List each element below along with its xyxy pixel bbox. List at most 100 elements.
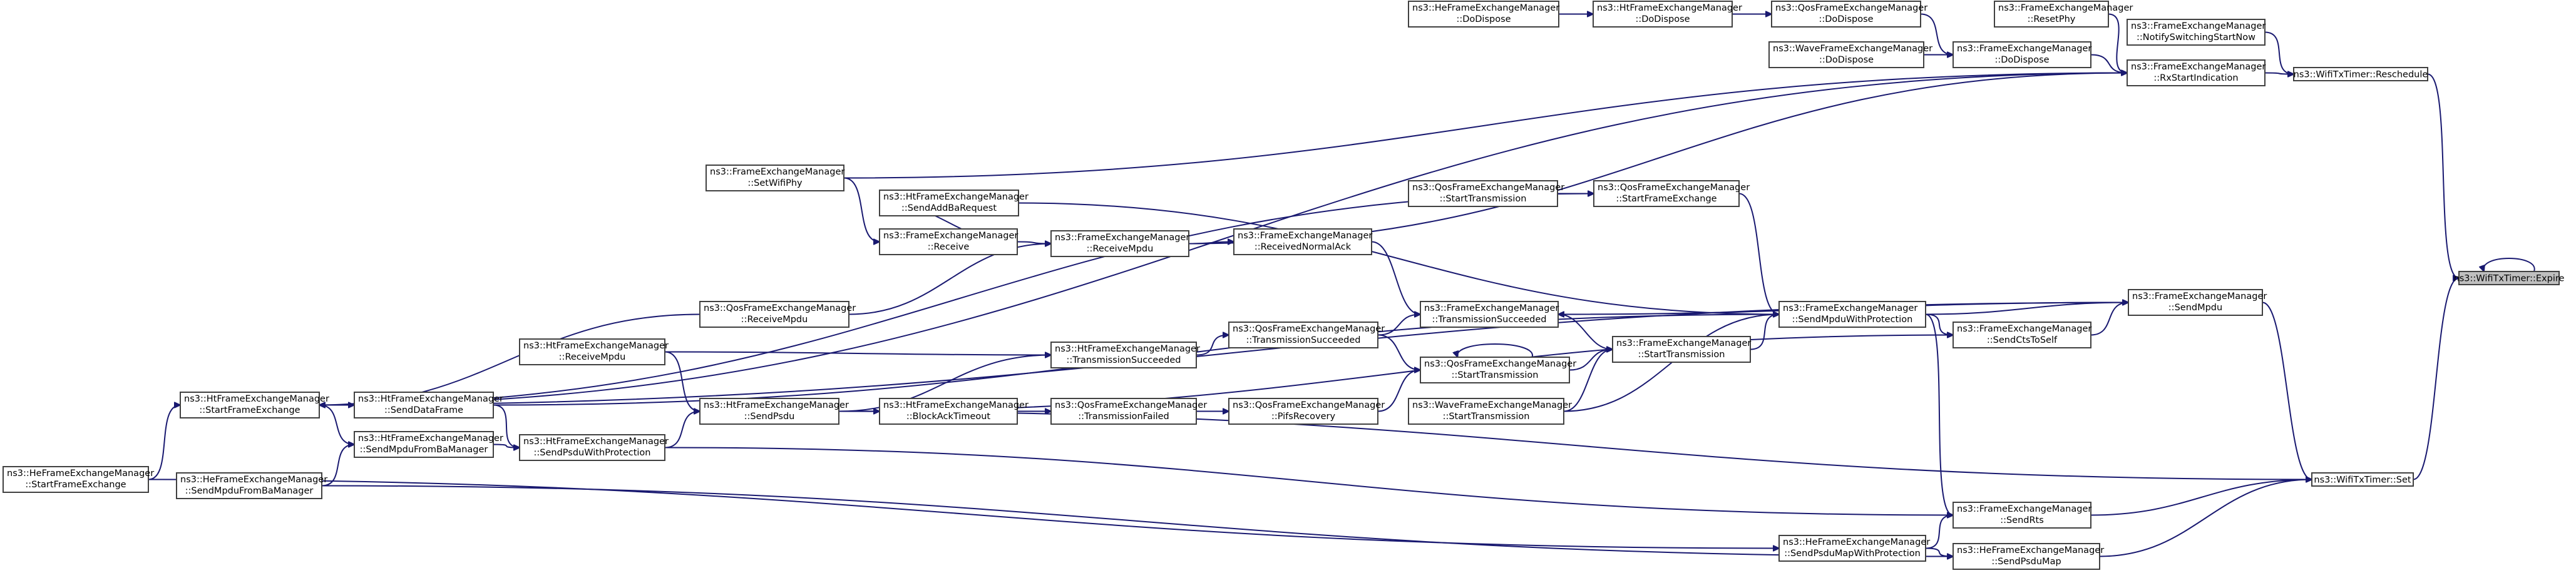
- edge-n32-n41: [321, 485, 1953, 557]
- node-label: ns3::HeFrameExchangeManager: [180, 475, 327, 485]
- node-n24[interactable]: ns3::QosFrameExchangeManager::StartTrans…: [1420, 357, 1576, 383]
- node-box: [706, 165, 844, 191]
- node-label: ::StartFrameExchange: [199, 405, 300, 415]
- node-n8[interactable]: ns3::HeFrameExchangeManager::DoDispose: [1408, 1, 1559, 28]
- edge-n32-n31: [321, 445, 354, 487]
- node-n7[interactable]: ns3::HtFrameExchangeManager::DoDispose: [1593, 1, 1742, 28]
- node-n36[interactable]: ns3::QosFrameExchangeManager::Transmissi…: [1050, 398, 1207, 425]
- node-label: ::SendMpduWithProtection: [1792, 315, 1913, 325]
- edge-n40-n41: [1925, 547, 1953, 557]
- edge-n37-n24: [1377, 370, 1420, 412]
- edge-n12-n40: [148, 479, 1779, 549]
- edge-n28-n38: [2262, 302, 2312, 480]
- node-n3[interactable]: ns3::FrameExchangeManager::RxStartIndica…: [2127, 59, 2266, 86]
- node-n19[interactable]: ns3::QosFrameExchangeManager::ReceiveMpd…: [699, 301, 856, 328]
- node-label: ::RxStartIndication: [2153, 73, 2238, 83]
- node-n0[interactable]: ns3::WifiTxTimer::Expire: [2454, 271, 2565, 285]
- node-n10[interactable]: ns3::FrameExchangeManager::SetWifiPhy: [706, 165, 844, 191]
- edge-n5-n3: [2090, 54, 2127, 73]
- node-n12[interactable]: ns3::HeFrameExchangeManager::StartFrameE…: [3, 466, 154, 493]
- node-n2[interactable]: ns3::FrameExchangeManager::NotifySwitchi…: [2127, 19, 2266, 46]
- node-label: ns3::HtFrameExchangeManager: [1597, 3, 1742, 13]
- edge-n22-n24: [1377, 334, 1420, 370]
- node-label: ns3::WaveFrameExchangeManager: [1773, 44, 1932, 54]
- node-n41[interactable]: ns3::HeFrameExchangeManager::SendPsduMap: [1953, 543, 2104, 570]
- node-n13[interactable]: ns3::QosFrameExchangeManager::StartFrame…: [1593, 180, 1750, 207]
- node-n15[interactable]: ns3::HtFrameExchangeManager::SendAddBaRe…: [879, 190, 1029, 216]
- node-box: [354, 392, 494, 418]
- node-n17[interactable]: ns3::FrameExchangeManager::ReceiveMpdu: [1050, 230, 1189, 257]
- node-n9[interactable]: ns3::WaveFrameExchangeManager::DoDispose: [1768, 41, 1932, 68]
- node-box: [1778, 301, 1926, 328]
- edge-n10-n16: [843, 177, 880, 242]
- node-n4[interactable]: ns3::FrameExchangeManager::ResetPhy: [1994, 1, 2133, 28]
- node-n30[interactable]: ns3::HtFrameExchangeManager::SendDataFra…: [354, 392, 503, 418]
- edge-n20-n34: [664, 351, 700, 412]
- edge-n0-n0: [2483, 258, 2535, 271]
- node-n34[interactable]: ns3::HtFrameExchangeManager::SendPsdu: [699, 398, 849, 425]
- node-label: ns3::WifiTxTimer::Reschedule: [2294, 70, 2428, 80]
- node-label: ns3::HtFrameExchangeManager: [1055, 344, 1200, 354]
- node-n23[interactable]: ns3::HtFrameExchangeManager::Transmissio…: [1050, 342, 1200, 368]
- edge-n23-n22: [1196, 335, 1229, 356]
- node-n27[interactable]: ns3::FrameExchangeManager::SendMpduWithP…: [1778, 301, 1926, 328]
- node-box: [1408, 398, 1564, 425]
- node-box: [699, 301, 849, 328]
- node-n11[interactable]: ns3::HtFrameExchangeManager::StartFrameE…: [180, 392, 329, 418]
- node-n32[interactable]: ns3::HeFrameExchangeManager::SendMpduFro…: [176, 472, 327, 499]
- node-n5[interactable]: ns3::FrameExchangeManager::DoDispose: [1953, 41, 2091, 68]
- node-n6[interactable]: ns3::QosFrameExchangeManager::DoDispose: [1771, 1, 1927, 28]
- node-box: [2127, 59, 2266, 86]
- node-label: ::StartTransmission: [1638, 350, 1725, 360]
- node-n38[interactable]: ns3::WifiTxTimer::Set: [2311, 472, 2414, 487]
- node-n35[interactable]: ns3::HtFrameExchangeManager::BlockAckTim…: [879, 398, 1029, 425]
- node-box: [1953, 543, 2100, 570]
- node-n28[interactable]: ns3::FrameExchangeManager::SendMpdu: [2128, 289, 2267, 316]
- node-n25[interactable]: ns3::FrameExchangeManager::StartTransmis…: [1612, 336, 1751, 363]
- node-label: ::DoDispose: [1456, 14, 1511, 24]
- node-box: [519, 434, 665, 461]
- node-box: [1228, 398, 1378, 425]
- node-label: ns3::WifiTxTimer::Set: [2314, 475, 2411, 485]
- edge-n15-n27: [1018, 202, 1779, 315]
- node-label: ns3::HtFrameExchangeManager: [358, 394, 503, 404]
- root-node-box: [2458, 271, 2560, 285]
- node-n33[interactable]: ns3::HtFrameExchangeManager::SendPsduWit…: [519, 434, 669, 461]
- node-n16[interactable]: ns3::FrameExchangeManager::Receive: [879, 228, 1018, 255]
- node-label: ns3::FrameExchangeManager: [1424, 303, 1559, 313]
- node-label: ns3::WaveFrameExchangeManager: [1412, 400, 1572, 410]
- edge-n4-n3: [2108, 13, 2127, 73]
- node-label: ::PifsRecovery: [1271, 412, 1336, 422]
- node-n21[interactable]: ns3::FrameExchangeManager::TransmissionS…: [1420, 301, 1559, 328]
- node-box: [1408, 1, 1559, 28]
- node-n31[interactable]: ns3::HtFrameExchangeManager::SendMpduFro…: [354, 431, 503, 458]
- node-n20[interactable]: ns3::HtFrameExchangeManager::ReceiveMpdu: [519, 338, 669, 365]
- node-label: ::NotifySwitchingStartNow: [2137, 33, 2255, 43]
- node-box: [1420, 357, 1570, 383]
- node-n39[interactable]: ns3::FrameExchangeManager::SendRts: [1953, 502, 2091, 529]
- node-label: ::SendMpduFromBaManager: [360, 445, 488, 455]
- node-label: ::DoDispose: [1994, 55, 2049, 65]
- node-label: ::TransmissionSucceeded: [1246, 335, 1361, 345]
- node-n37[interactable]: ns3::QosFrameExchangeManager::PifsRecove…: [1228, 398, 1385, 425]
- node-n18[interactable]: ns3::FrameExchangeManager::ReceivedNorma…: [1233, 228, 1372, 255]
- node-label: ::DoDispose: [1635, 14, 1690, 24]
- node-box: [1050, 342, 1197, 368]
- node-n40[interactable]: ns3::HeFrameExchangeManager::SendPsduMap…: [1778, 535, 1930, 562]
- node-n1[interactable]: ns3::WifiTxTimer::Reschedule: [2293, 67, 2428, 81]
- node-n14[interactable]: ns3::QosFrameExchangeManager::StartTrans…: [1408, 180, 1564, 207]
- edge-n6-n5: [1920, 13, 1953, 55]
- node-n29[interactable]: ns3::FrameExchangeManager::SendCtsToSelf: [1953, 322, 2091, 348]
- node-label: ::StartTransmission: [1452, 370, 1539, 380]
- node-label: ::StartTransmission: [1440, 194, 1527, 204]
- node-box: [1994, 1, 2109, 28]
- node-box: [1593, 180, 1740, 207]
- edge-n24-n24: [1457, 343, 1533, 357]
- node-label: ::ReceiveMpdu: [741, 315, 808, 325]
- node-label: ns3::HtFrameExchangeManager: [704, 400, 849, 410]
- node-n26[interactable]: ns3::WaveFrameExchangeManager::StartTran…: [1408, 398, 1572, 425]
- node-label: ns3::FrameExchangeManager: [1957, 504, 2091, 514]
- node-label: ::ResetPhy: [2028, 14, 2076, 24]
- node-n22[interactable]: ns3::QosFrameExchangeManager::Transmissi…: [1228, 322, 1385, 348]
- node-label: ::ReceiveMpdu: [1087, 244, 1154, 254]
